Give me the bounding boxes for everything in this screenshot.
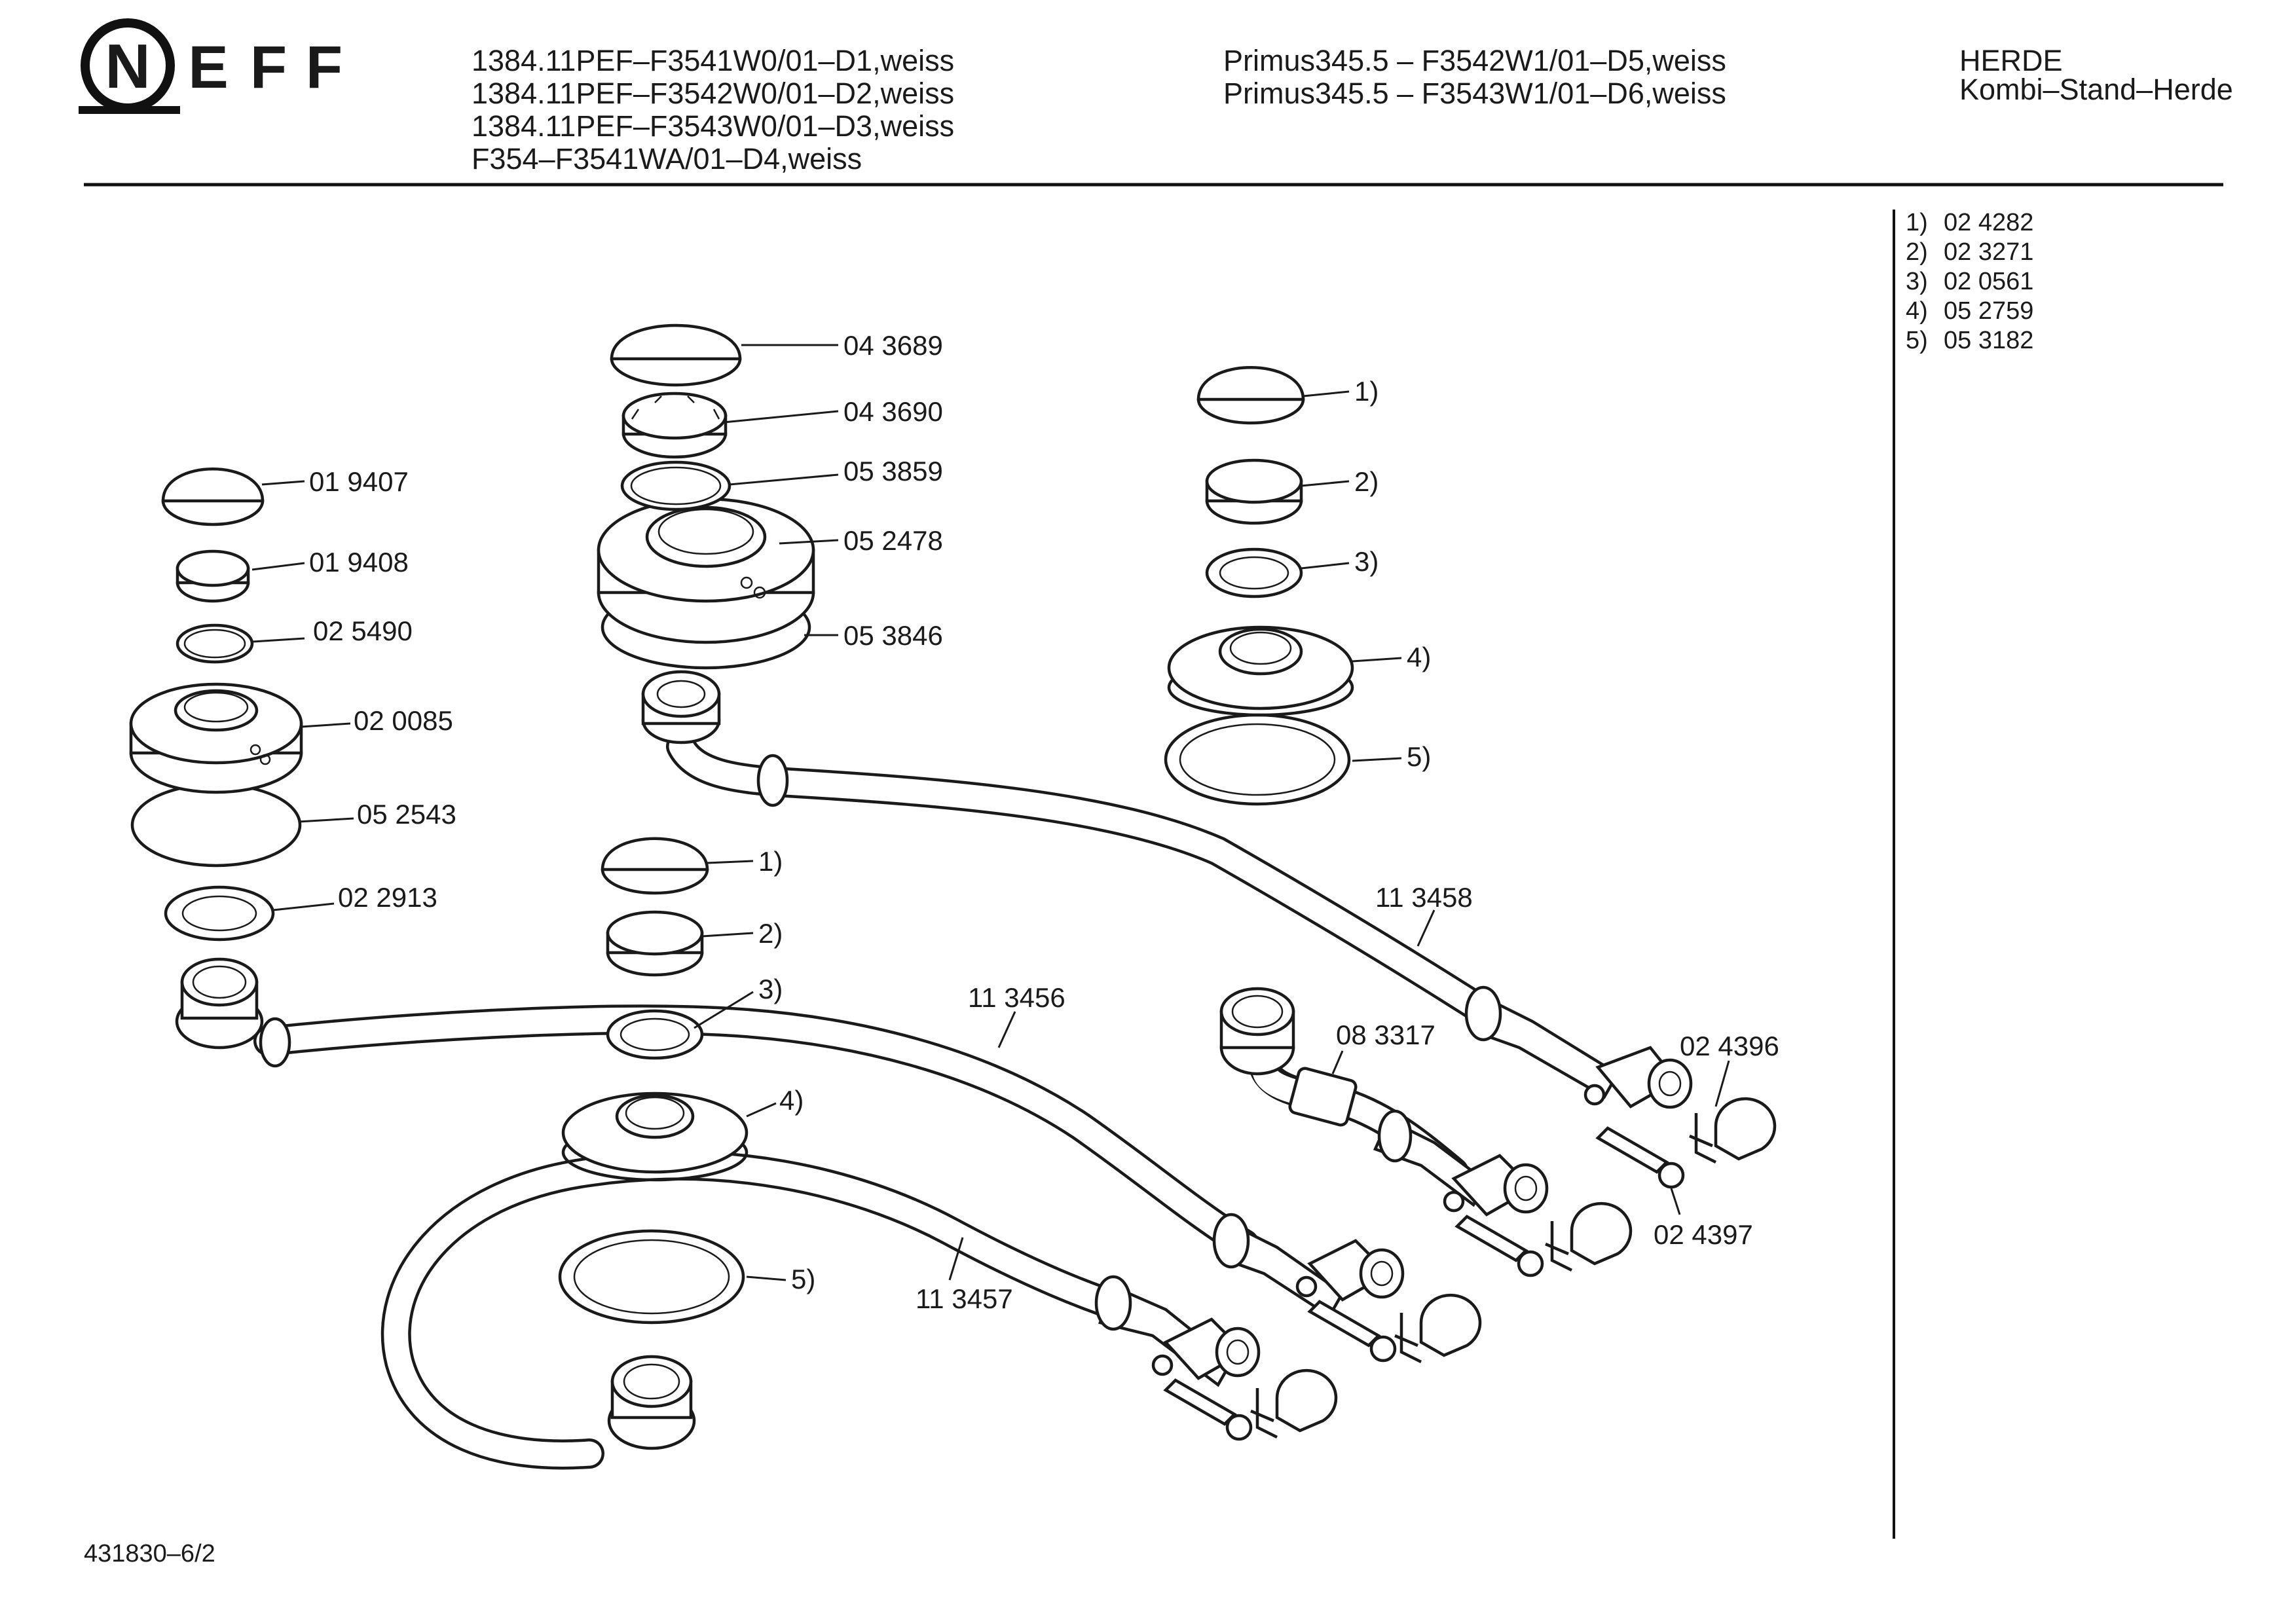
label-02-4396: 02 4396 xyxy=(1680,1031,1779,1061)
label-11-3458: 11 3458 xyxy=(1375,882,1473,913)
label-mid-1: 1) xyxy=(758,846,783,877)
label-right-2: 2) xyxy=(1354,466,1379,497)
label-05-2478: 05 2478 xyxy=(843,525,943,556)
document-code: 431830–6/2 xyxy=(84,1540,215,1567)
neff-logo-letter-f2: F xyxy=(306,34,343,101)
ref-key-4: 4) xyxy=(1906,297,1928,325)
ref-key-2: 2) xyxy=(1906,238,1928,266)
ref-value-5: 05 3182 xyxy=(1944,327,2033,354)
label-mid-3: 3) xyxy=(758,974,783,1004)
label-01-9408: 01 9408 xyxy=(309,547,409,577)
leader-lines xyxy=(251,344,1730,1281)
model-line-5: Primus345.5 – F3542W1/01–D5,weiss xyxy=(1223,44,1726,77)
neff-logo: N E F F xyxy=(79,18,343,114)
label-02-5490: 02 5490 xyxy=(313,615,413,646)
label-02-2913: 02 2913 xyxy=(338,882,437,913)
ref-value-4: 05 2759 xyxy=(1944,297,2033,325)
label-right-3: 3) xyxy=(1354,546,1379,577)
label-11-3457: 11 3457 xyxy=(916,1283,1013,1314)
model-line-4: F354–F3541WA/01–D4,weiss xyxy=(472,142,862,175)
neff-logo-letter-e: E xyxy=(188,34,228,101)
burner-large xyxy=(597,323,815,744)
neff-logo-letter-f1: F xyxy=(250,34,287,101)
burner-right xyxy=(1164,366,1354,1076)
label-01-9407: 01 9407 xyxy=(309,466,409,497)
model-line-2: 1384.11PEF–F3542W0/01–D2,weiss xyxy=(472,77,954,110)
label-right-1: 1) xyxy=(1354,376,1379,407)
label-05-3859: 05 3859 xyxy=(843,456,943,486)
label-right-5: 5) xyxy=(1407,741,1431,772)
label-04-3689: 04 3689 xyxy=(843,330,943,361)
connector-set-d xyxy=(1151,1317,1338,1441)
ref-key-5: 5) xyxy=(1906,327,1928,354)
label-08-3317: 08 3317 xyxy=(1336,1019,1435,1050)
category-title: HERDE xyxy=(1959,44,2063,77)
label-02-0085: 02 0085 xyxy=(354,705,453,736)
model-line-3: 1384.11PEF–F3543W0/01–D3,weiss xyxy=(472,109,954,143)
ref-value-3: 02 0561 xyxy=(1944,268,2033,295)
label-05-2543: 05 2543 xyxy=(357,799,456,830)
connector-set-b xyxy=(1443,1154,1633,1277)
model-line-1: 1384.11PEF–F3541W0/01–D1,weiss xyxy=(472,44,954,77)
burner-mid xyxy=(558,837,749,1450)
ref-value-2: 02 3271 xyxy=(1944,238,2033,266)
connector-set-a xyxy=(1583,1046,1777,1189)
model-line-6: Primus345.5 – F3543W1/01–D6,weiss xyxy=(1223,77,1726,110)
ref-key-3: 3) xyxy=(1906,268,1928,295)
gas-hose-08-3317 xyxy=(1249,1052,1489,1207)
ref-value-1: 02 4282 xyxy=(1944,209,2033,236)
neff-logo-letter-n: N xyxy=(105,31,150,101)
label-02-4397: 02 4397 xyxy=(1654,1219,1753,1250)
label-04-3690: 04 3690 xyxy=(843,396,943,427)
label-05-3846: 05 3846 xyxy=(843,620,943,651)
label-mid-5: 5) xyxy=(791,1264,815,1294)
label-mid-2: 2) xyxy=(758,918,783,949)
connector-set-c xyxy=(1295,1239,1482,1364)
gas-hose-11-3457 xyxy=(380,1150,1233,1470)
label-11-3456: 11 3456 xyxy=(968,982,1065,1013)
reference-list: 1) 02 4282 2) 02 3271 3) 02 0561 4) 05 2… xyxy=(1906,209,2033,354)
label-right-4: 4) xyxy=(1407,642,1431,672)
label-mid-4: 4) xyxy=(779,1085,804,1116)
ref-key-1: 1) xyxy=(1906,209,1928,236)
part-labels: 04 3689 04 3690 05 3859 05 2478 05 3846 … xyxy=(309,330,1779,1314)
burner-small-left xyxy=(129,467,303,1050)
subcategory-title: Kombi–Stand–Herde xyxy=(1959,73,2233,106)
